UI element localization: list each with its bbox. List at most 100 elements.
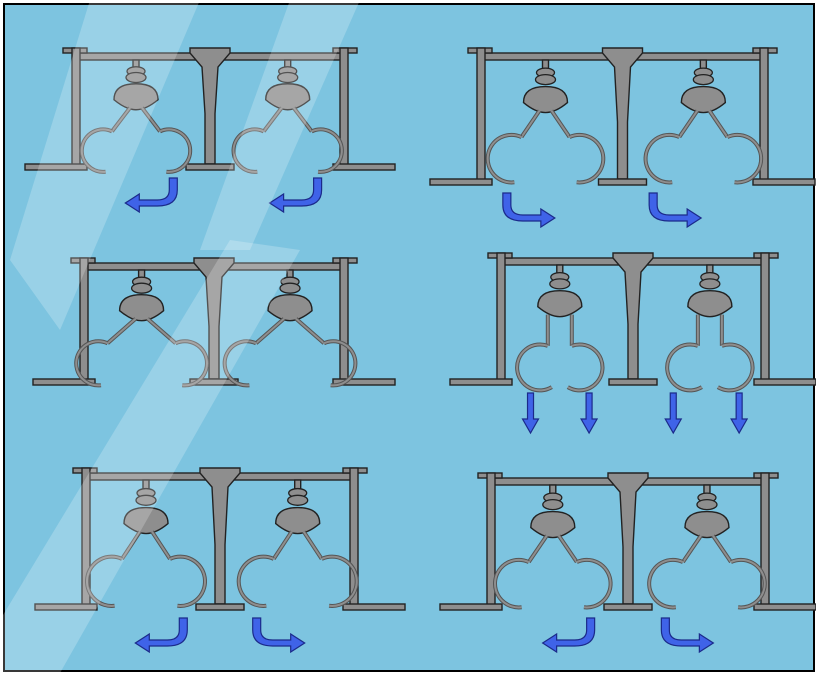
hook-left-core <box>644 133 680 184</box>
hook-right-core <box>169 555 206 607</box>
gripper-arm-left-core <box>255 317 285 345</box>
motion-arrow-left <box>124 177 178 214</box>
left-foot <box>439 603 503 611</box>
insulator-bell <box>279 282 301 294</box>
gripper-arm-right-core <box>146 317 177 345</box>
right-column <box>339 257 349 381</box>
left-foot <box>34 603 98 611</box>
insulator-bell <box>277 71 299 84</box>
hanger-stem <box>294 479 302 490</box>
motion-arrow-right <box>252 617 306 654</box>
hook-right-core <box>730 558 766 609</box>
hook-right-core <box>311 128 343 173</box>
hook-left-core <box>486 133 522 184</box>
hook-right-core <box>323 340 357 387</box>
hook-right-core <box>569 133 605 184</box>
gripper-arm-left-core <box>106 317 137 345</box>
hook-left-core <box>232 128 265 173</box>
gripper-body <box>537 289 583 318</box>
hanger-stem <box>541 59 550 70</box>
panel-middle-left <box>32 257 396 388</box>
right-foot <box>332 378 396 386</box>
gripper-arm-left-core <box>520 110 541 138</box>
hanger-stem <box>706 264 714 274</box>
hook-right-core <box>175 340 208 387</box>
left-column <box>496 252 506 381</box>
hook-right-core <box>321 555 358 607</box>
panel-middle-right <box>449 252 816 435</box>
insulator-bell <box>125 71 147 84</box>
gripper-arm-left-core <box>121 531 141 560</box>
right-column <box>760 252 770 381</box>
hook-right-core <box>576 558 612 609</box>
watermark-streak-2 <box>200 0 360 250</box>
hook-right-core <box>567 343 604 392</box>
hook-left-core <box>666 343 703 392</box>
insulator-bell <box>699 278 721 290</box>
motion-arrow-down-2 <box>580 392 599 435</box>
hook-right-core <box>717 343 754 392</box>
left-foot <box>429 178 493 186</box>
insulator-bell <box>692 73 714 86</box>
right-foot <box>753 603 816 611</box>
hanger-stem <box>549 484 557 495</box>
gripper-arm-right-core <box>708 110 729 138</box>
right-foot <box>752 178 816 186</box>
panel-top-right <box>429 47 816 229</box>
insulator-bell <box>135 494 157 506</box>
motion-arrow-right <box>660 617 715 654</box>
center-foot <box>195 603 245 611</box>
gripper-body <box>687 289 733 318</box>
hanger-stem <box>703 484 711 495</box>
insulator-bell <box>287 494 309 506</box>
watermark-streak-1 <box>10 0 200 330</box>
gripper-arm-right-core <box>295 317 325 345</box>
left-foot <box>32 378 96 386</box>
insulator-bell <box>542 498 564 511</box>
panels-layer <box>24 47 816 654</box>
insulator-bell <box>130 282 153 294</box>
hook-left-core <box>86 555 123 607</box>
motion-arrow-down-1 <box>521 392 540 435</box>
left-column <box>476 47 486 181</box>
motion-arrow-left <box>502 192 556 229</box>
hanger-stem <box>699 59 708 70</box>
gripper-arm-right-core <box>557 535 578 563</box>
motion-arrow-down-4 <box>730 392 749 435</box>
gripper-arm-left-core <box>111 107 131 132</box>
panel-top-left <box>24 47 396 214</box>
panel-bottom-left <box>34 467 406 654</box>
gripper-arm-right-core <box>712 535 732 563</box>
hook-left-core <box>648 558 684 609</box>
insulator-bell <box>534 73 557 86</box>
center-foot <box>603 603 653 611</box>
gripper-arm-left-core <box>527 535 548 563</box>
hook-left-core <box>237 555 275 607</box>
gripper-arm-right-core <box>302 531 323 560</box>
gripper-arm-right-core <box>151 531 171 560</box>
motion-arrow-left <box>134 617 188 654</box>
right-foot <box>753 378 816 386</box>
hook-left-core <box>493 558 530 609</box>
watermark-layer <box>0 0 360 673</box>
hook-left-core <box>80 128 113 173</box>
right-foot <box>342 603 406 611</box>
motion-arrow-down-3 <box>664 392 683 435</box>
gripper-arm-right-core <box>550 110 571 138</box>
center-foot <box>608 378 658 386</box>
gripper-arm-left-core <box>682 535 702 563</box>
hook-left-core <box>516 343 553 392</box>
gripper-arm-right-core <box>141 107 161 132</box>
insulator-bell <box>696 498 718 511</box>
gripper-arm-left-core <box>262 107 283 132</box>
panel-bottom-right <box>439 472 816 654</box>
motion-arrow-right <box>648 192 703 229</box>
left-foot <box>449 378 513 386</box>
hook-left-core <box>75 340 109 387</box>
gripper-arm-left-core <box>678 110 699 138</box>
hook-right-core <box>726 133 763 184</box>
motion-arrow-left <box>541 617 596 654</box>
insulator-bell <box>549 278 571 290</box>
